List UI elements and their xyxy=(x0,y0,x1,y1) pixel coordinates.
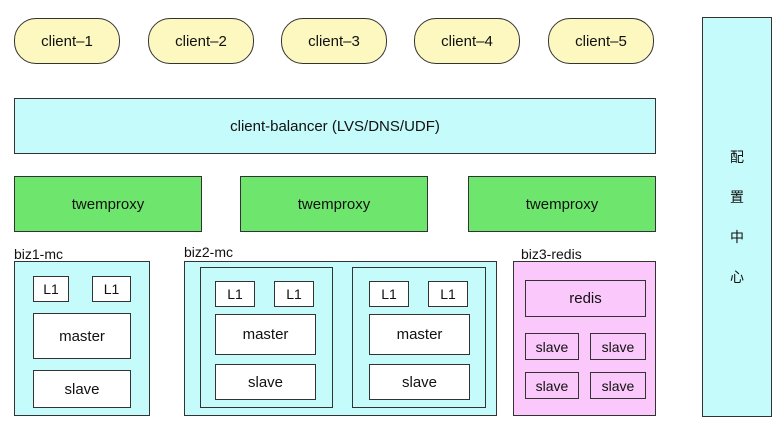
biz1-slave: slave xyxy=(33,370,131,408)
client-balancer: client-balancer (LVS/DNS/UDF) xyxy=(14,98,656,154)
biz2-left-slave: slave xyxy=(215,364,316,400)
twemproxy-node-1: twemproxy xyxy=(14,176,202,232)
client-node-1: client–1 xyxy=(14,18,120,64)
biz3-label: biz3-redis xyxy=(521,246,582,262)
biz1-master: master xyxy=(33,313,131,359)
config-char-4: 心 xyxy=(730,269,744,285)
config-char-2: 置 xyxy=(730,189,744,205)
twemproxy-node-3: twemproxy xyxy=(468,176,656,232)
biz3-slave-4: slave xyxy=(590,372,646,399)
biz1-l1-b: L1 xyxy=(92,276,131,302)
biz3-slave-2: slave xyxy=(590,333,646,360)
config-center: 配 置 中 心 xyxy=(702,17,772,417)
biz2-right-slave: slave xyxy=(369,364,470,400)
client-node-4: client–4 xyxy=(414,18,520,64)
biz2-right-l1-a: L1 xyxy=(369,281,409,307)
biz2-left-master: master xyxy=(215,314,316,355)
client-node-2: client–2 xyxy=(148,18,254,64)
biz1-l1-a: L1 xyxy=(33,276,69,302)
biz2-left-l1-a: L1 xyxy=(215,281,255,307)
biz2-left-l1-b: L1 xyxy=(274,281,314,307)
client-node-3: client–3 xyxy=(281,18,387,64)
config-char-1: 配 xyxy=(730,149,744,165)
config-char-3: 中 xyxy=(730,229,744,245)
biz3-redis-master: redis xyxy=(525,280,646,317)
twemproxy-node-2: twemproxy xyxy=(240,176,428,232)
biz2-label: biz2-mc xyxy=(184,244,234,260)
client-node-5: client–5 xyxy=(548,18,654,64)
biz1-label: biz1-mc xyxy=(14,246,64,262)
biz3-slave-3: slave xyxy=(525,372,579,399)
biz3-slave-1: slave xyxy=(525,333,579,360)
biz2-right-master: master xyxy=(369,314,470,355)
biz2-right-l1-b: L1 xyxy=(428,281,468,307)
